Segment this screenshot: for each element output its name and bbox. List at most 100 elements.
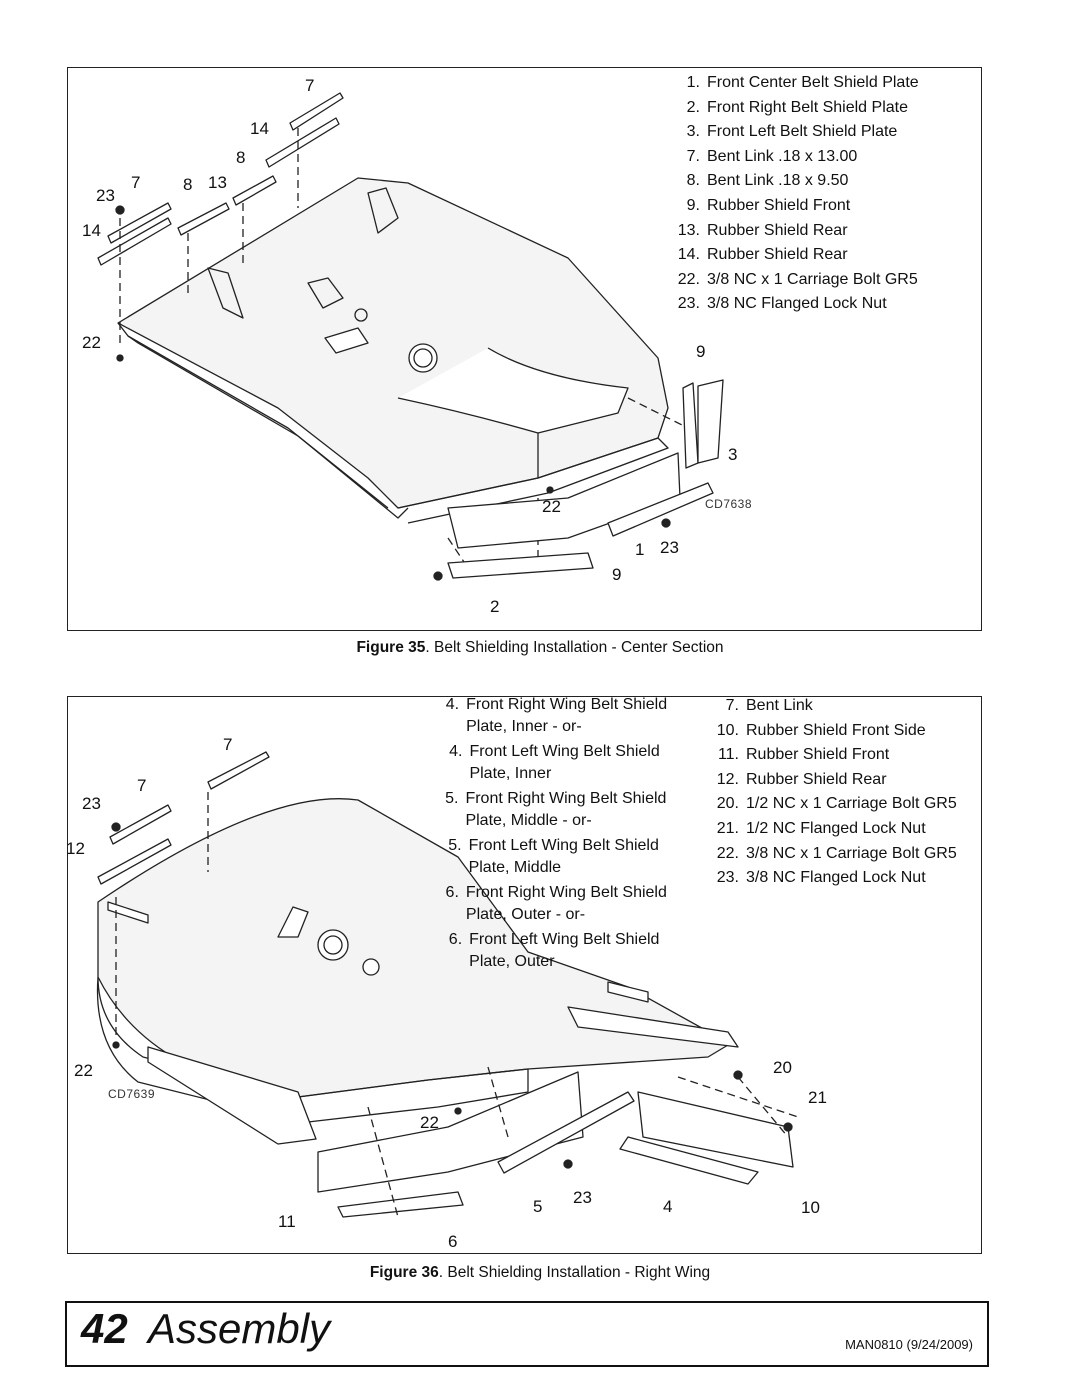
- legend-item-number: 6.: [448, 931, 463, 948]
- legend-item-number: 4.: [449, 743, 463, 760]
- legend-item-text: Front Right Wing Belt Shield Plate, Inne…: [466, 696, 668, 735]
- figure-36-parts-legend-left: 4.Front Right Wing Belt Shield Plate, In…: [436, 694, 698, 976]
- callout-5: 5: [533, 1197, 543, 1216]
- callout-23: 23: [660, 538, 679, 557]
- legend-item-number: 7.: [686, 147, 700, 165]
- legend-item-text: 3/8 NC x 1 Carriage Bolt GR5: [746, 844, 957, 862]
- callout-22: 22: [82, 333, 101, 352]
- legend-item: 22. 3/8 NC x 1 Carriage Bolt GR5: [705, 842, 957, 867]
- legend-item-number: 7.: [725, 697, 739, 714]
- legend-item-number: 9.: [686, 196, 700, 214]
- legend-item-number: 5.: [448, 837, 462, 854]
- callout-22: 22: [74, 1061, 93, 1080]
- figure-35-caption-text: . Belt Shielding Installation - Center S…: [425, 639, 724, 656]
- legend-item-number: 11.: [717, 746, 739, 764]
- legend-item: 1. Front Center Belt Shield Plate: [668, 71, 919, 96]
- callout-8: 8: [236, 148, 246, 167]
- callout-9: 9: [696, 342, 706, 361]
- legend-item: 23. 3/8 NC Flanged Lock Nut: [668, 292, 919, 317]
- callout-10: 10: [801, 1198, 820, 1217]
- legend-item: 5. Front Left Wing Belt Shield Plate, Mid…: [436, 835, 698, 879]
- legend-item-text: Bent Link: [746, 697, 813, 714]
- figure-35-label: Figure 35: [356, 639, 426, 656]
- callout-4: 4: [663, 1197, 673, 1216]
- legend-item: 6.Front Right Wing Belt Shield Plate, Ou…: [436, 882, 698, 926]
- figure-36-label: Figure 36: [369, 1264, 439, 1281]
- legend-item-text: Rubber Shield Front Side: [746, 721, 926, 739]
- page-number: 42: [81, 1305, 128, 1352]
- legend-item-number: 3.: [686, 123, 700, 141]
- callout-22: 22: [420, 1113, 439, 1132]
- legend-item-text: 3/8 NC Flanged Lock Nut: [707, 295, 887, 313]
- legend-item-text: Front Left Wing Belt Shield Plate, Middl…: [468, 837, 659, 876]
- legend-item-number: 2.: [686, 98, 700, 116]
- legend-item-text: Front Center Belt Shield Plate: [707, 74, 919, 91]
- legend-item-number: 1.: [686, 74, 700, 91]
- figure-36-drawing: [96, 751, 799, 1218]
- page-footer: 42 Assembly MAN0810 (9/24/2009): [65, 1301, 989, 1367]
- callout-1: 1: [635, 540, 645, 559]
- legend-item: 6.Front Left Wing Belt Shield Plate, Out…: [436, 929, 698, 973]
- legend-item-number: 20.: [716, 795, 739, 813]
- callout-14: 14: [82, 221, 101, 240]
- callout-3: 3: [728, 445, 738, 464]
- legend-item-text: 1/2 NC Flanged Lock Nut: [746, 819, 926, 837]
- document-id: MAN0810 (9/24/2009): [845, 1337, 973, 1352]
- callout-8: 8: [183, 175, 193, 194]
- figure-35-frame: 1. Front Center Belt Shield Plate 2. Front …: [67, 67, 982, 631]
- callout-6: 6: [448, 1232, 458, 1251]
- legend-item-text: Rubber Shield Front: [746, 746, 890, 764]
- legend-item: 4.Front Left Wing Belt Shield Plate, Inn…: [436, 741, 698, 785]
- legend-item-text: Bent Link .18 x 9.50: [707, 172, 849, 190]
- figure-36-frame: 4.Front Right Wing Belt Shield Plate, In…: [66, 694, 982, 1254]
- legend-item: 4.Front Right Wing Belt Shield Plate, In…: [436, 694, 698, 738]
- legend-item-number: 5.: [445, 790, 459, 807]
- callout-21: 21: [808, 1088, 827, 1107]
- legend-item-number: 21.: [716, 819, 739, 837]
- legend-item-text: Rubber Shield Front: [707, 196, 851, 214]
- legend-item-text: Rubber Shield Rear: [707, 221, 848, 239]
- legend-item-text: Front Left Belt Shield Plate: [707, 123, 898, 141]
- legend-item-number: 10.: [716, 721, 739, 739]
- legend-item-text: Front Right Belt Shield Plate: [707, 98, 908, 116]
- legend-item: 8. Bent Link .18 x 9.50: [668, 169, 919, 194]
- legend-item: 23. 3/8 NC Flanged Lock Nut: [705, 866, 957, 891]
- legend-item-number: 8.: [686, 172, 700, 190]
- callout-23: 23: [96, 186, 115, 205]
- legend-item: 7. Bent Link: [705, 694, 957, 719]
- section-title: Assembly: [148, 1305, 331, 1352]
- legend-item-number: 22.: [677, 270, 700, 288]
- callout-14: 14: [250, 119, 269, 138]
- legend-item-number: 23.: [677, 295, 700, 313]
- figure-35-parts-legend: 1. Front Center Belt Shield Plate 2. Front …: [668, 71, 919, 317]
- legend-item-number: 22.: [716, 844, 739, 862]
- legend-item-number: 13.: [677, 221, 700, 239]
- callout-7: 7: [131, 173, 141, 192]
- legend-item-text: Rubber Shield Rear: [746, 770, 887, 788]
- legend-item-text: 3/8 NC Flanged Lock Nut: [746, 869, 926, 887]
- legend-item-text: Front Right Wing Belt Shield Plate, Oute…: [465, 884, 667, 923]
- callout-7: 7: [305, 76, 315, 95]
- legend-item: 14.Rubber Shield Rear: [668, 243, 919, 268]
- legend-item: 3. Front Left Belt Shield Plate: [668, 120, 919, 145]
- legend-item-text: Rubber Shield Rear: [707, 246, 848, 264]
- callout-7: 7: [223, 735, 233, 754]
- legend-item: 13. Rubber Shield Rear: [668, 219, 919, 244]
- drawing-code: CD7639: [108, 1087, 156, 1101]
- legend-item: 5. Front Right Wing Belt Shield Plate, Mi…: [436, 788, 698, 832]
- callout-13: 13: [208, 173, 227, 192]
- callout-2: 2: [490, 597, 500, 616]
- legend-item: 2. Front Right Belt Shield Plate: [668, 96, 919, 121]
- legend-item-number: 23.: [716, 869, 739, 887]
- legend-item: 20. 1/2 NC x 1 Carriage Bolt GR5: [705, 792, 957, 817]
- legend-item: 11. Rubber Shield Front: [705, 743, 957, 768]
- legend-item-text: 1/2 NC x 1 Carriage Bolt GR5: [746, 795, 957, 813]
- drawing-code: CD7638: [705, 497, 753, 511]
- figure-36-caption: Figure 36. Belt Shielding Installation -…: [0, 1264, 1080, 1282]
- figure-35-caption: Figure 35. Belt Shielding Installation -…: [0, 639, 1080, 657]
- legend-item-text: Front Right Wing Belt Shield Plate, Midd…: [465, 790, 667, 829]
- legend-item: 21. 1/2 NC Flanged Lock Nut: [705, 817, 957, 842]
- legend-item: 12.Rubber Shield Rear: [705, 768, 957, 793]
- legend-item: 7.Bent Link .18 x 13.00: [668, 145, 919, 170]
- figure-36-parts-legend-right: 7. Bent Link 10. Rubber Shield Front Side 11…: [705, 694, 957, 891]
